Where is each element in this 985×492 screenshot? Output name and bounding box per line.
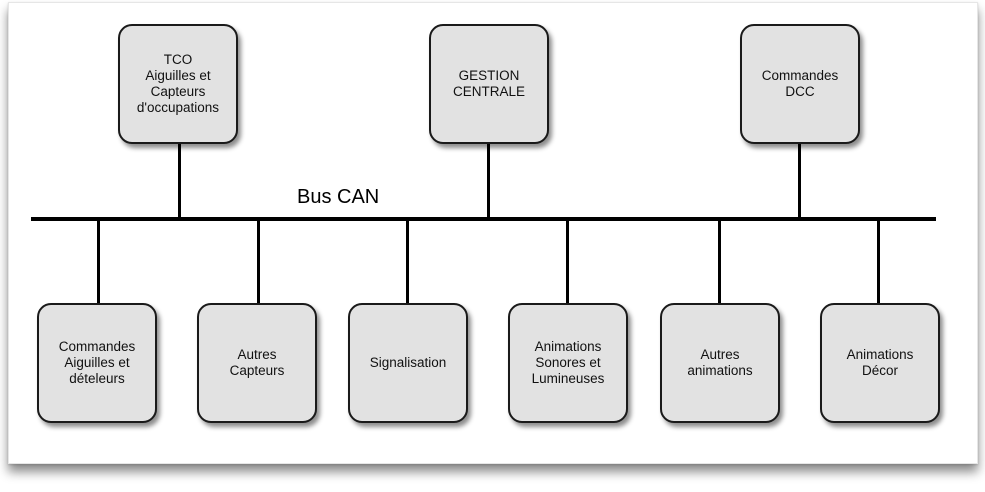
connector-bottom-capteurs xyxy=(257,219,260,305)
connector-bottom-sonores xyxy=(566,219,569,305)
connector-bottom-animations xyxy=(718,219,721,305)
connector-top-gestion xyxy=(487,143,490,219)
node-autres-capteurs: Autres Capteurs xyxy=(197,303,317,423)
connector-bottom-commandes xyxy=(97,219,100,305)
bus-label: Bus CAN xyxy=(297,186,380,208)
node-tco: TCO Aiguilles et Capteurs d'occupations xyxy=(118,24,238,144)
node-animations-decor: Animations Décor xyxy=(820,303,940,423)
connector-bottom-decor xyxy=(877,219,880,305)
can-bus-line xyxy=(31,217,936,221)
connector-top-dcc xyxy=(798,143,801,219)
node-commandes-dcc: Commandes DCC xyxy=(740,24,860,144)
connector-top-tco xyxy=(178,143,181,219)
connector-bottom-signalisation xyxy=(406,219,409,305)
node-autres-animations: Autres animations xyxy=(660,303,780,423)
node-gestion-centrale: GESTION CENTRALE xyxy=(429,24,549,144)
node-commandes-aiguilles: Commandes Aiguilles et dételeurs xyxy=(37,303,157,423)
node-signalisation: Signalisation xyxy=(348,303,468,423)
node-animations-sonores: Animations Sonores et Lumineuses xyxy=(508,303,628,423)
